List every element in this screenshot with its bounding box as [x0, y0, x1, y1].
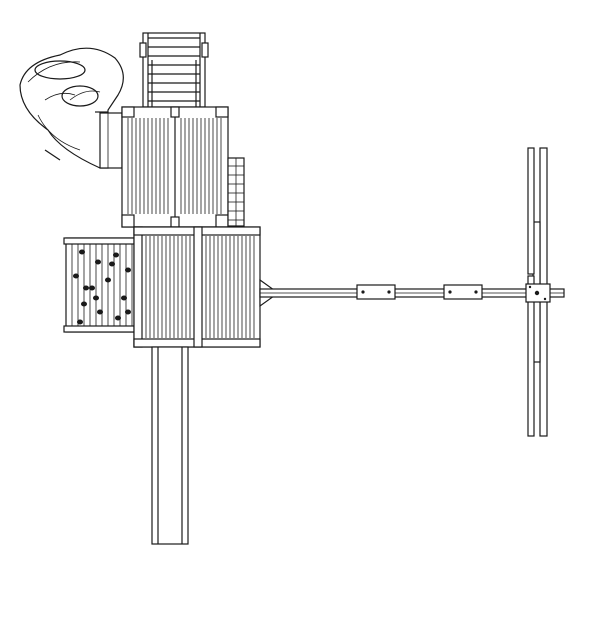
- side-rail: [227, 157, 245, 227]
- climbing-hold: [81, 301, 87, 307]
- climbing-hold: [105, 277, 111, 283]
- access-ladder: [139, 32, 209, 108]
- climbing-hold: [83, 285, 89, 291]
- climbing-hold: [115, 315, 121, 321]
- climbing-hold: [97, 309, 103, 315]
- climbing-hold: [77, 319, 83, 325]
- climbing-hold: [89, 285, 95, 291]
- straight-slide: [151, 346, 189, 545]
- climbing-hold: [113, 252, 119, 258]
- a-frame-leg: [525, 147, 551, 437]
- swing-seat-1: [356, 284, 396, 300]
- swing-seat-2: [443, 284, 483, 300]
- climbing-hold: [79, 249, 85, 255]
- climbing-hold: [125, 267, 131, 273]
- lower-deck: [133, 226, 261, 348]
- climbing-hold: [95, 259, 101, 265]
- spiral-tube-slide: [19, 47, 124, 169]
- climbing-hold: [93, 295, 99, 301]
- climbing-hold: [125, 309, 131, 315]
- climbing-hold: [73, 273, 79, 279]
- upper-deck: [121, 106, 229, 228]
- swing-beam: [259, 278, 565, 308]
- rock-climbing-wall: [63, 237, 139, 333]
- climbing-hold: [121, 295, 127, 301]
- climbing-hold: [109, 261, 115, 267]
